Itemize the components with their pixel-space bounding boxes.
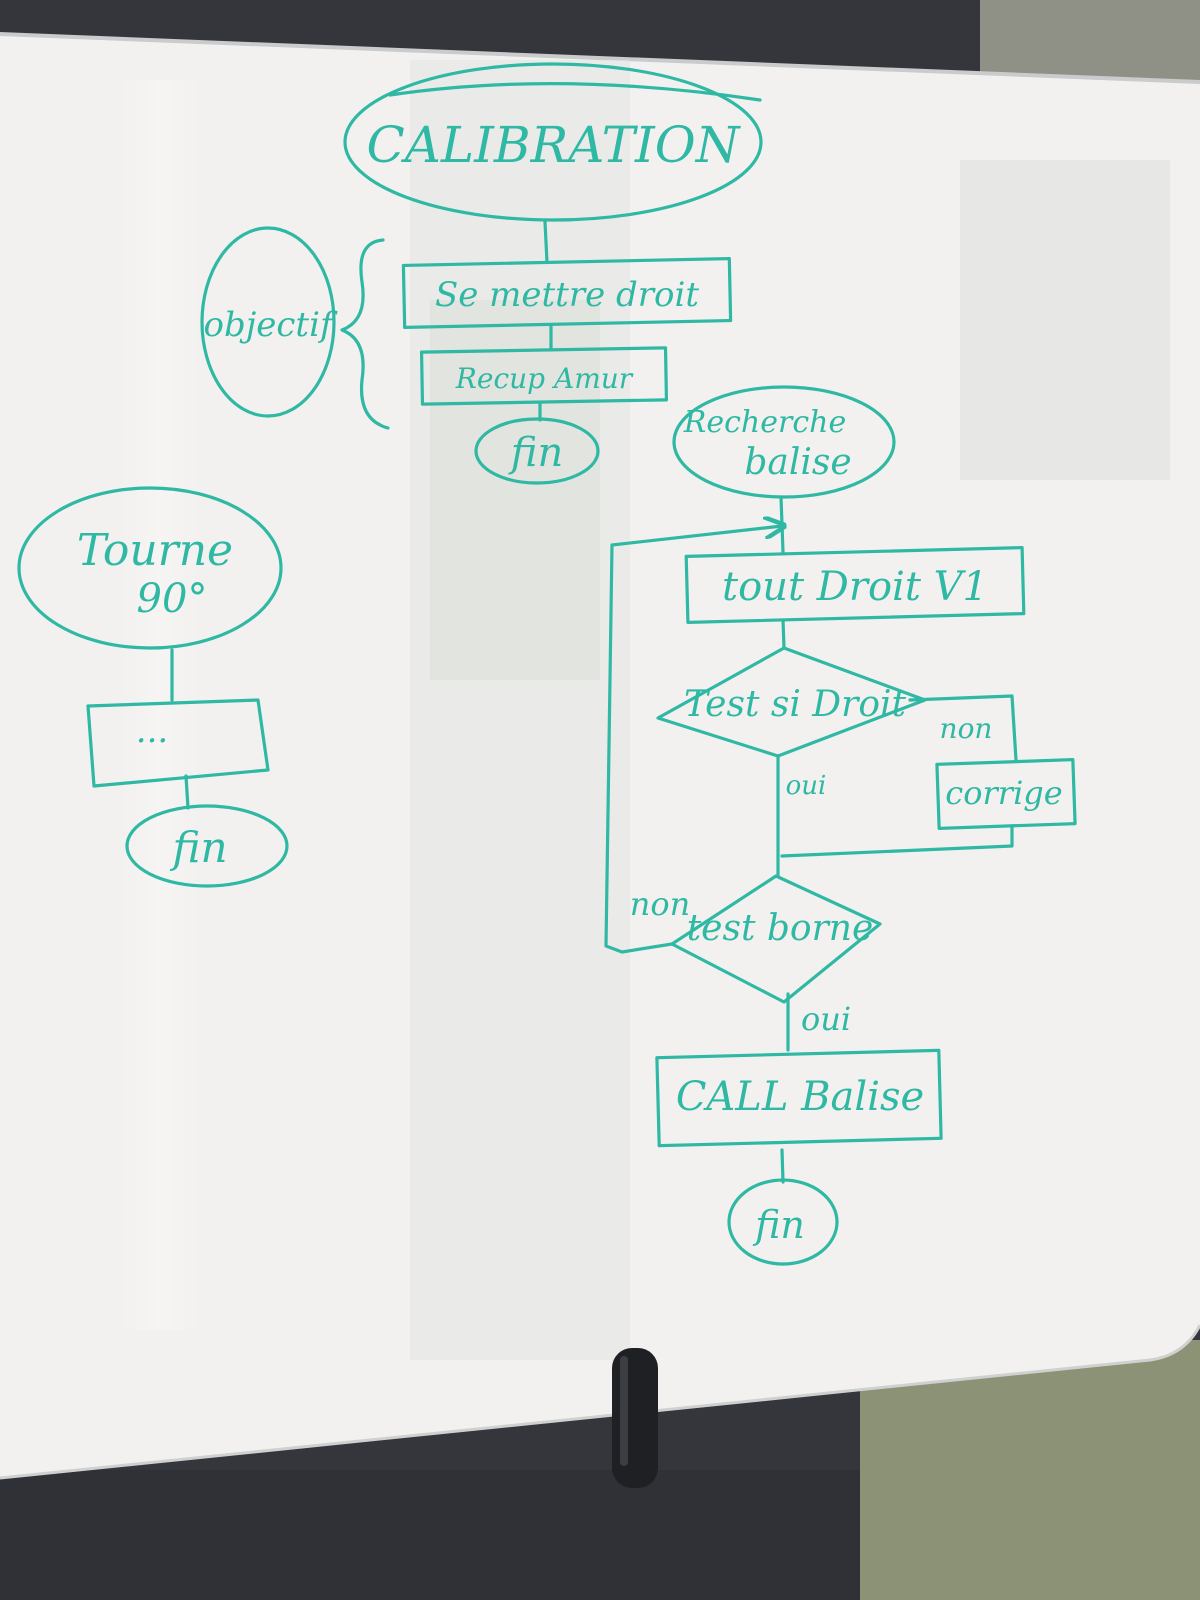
search-end-node	[727, 1178, 839, 1266]
search-decision-limit-yes: oui	[801, 1000, 851, 1038]
calibration-step-recup-label: Recup Amur	[455, 362, 634, 395]
search-end-label: fin	[752, 1203, 805, 1247]
search-step-straight	[684, 546, 1026, 624]
turn-flowchart: Tourne 90° ... fin	[17, 486, 289, 888]
turn-step-box	[86, 698, 270, 788]
calibration-title: CALIBRATION	[367, 116, 742, 174]
search-start-node	[672, 385, 896, 499]
calibration-start-node	[343, 62, 763, 222]
calibration-step-straighten	[401, 256, 733, 330]
board-clip	[612, 1348, 658, 1488]
search-title-line1: Recherche	[683, 405, 846, 440]
search-decision-limit	[670, 874, 882, 1004]
search-loop-arrow	[604, 526, 782, 954]
search-decision-limit-label: test borne	[687, 908, 874, 949]
search-correct-label: corrige	[945, 774, 1062, 812]
calibration-step-recup	[419, 346, 669, 406]
turn-title-line2: 90°	[137, 576, 208, 622]
turn-step-label: ...	[136, 711, 168, 751]
whiteboard	[0, 32, 1200, 1480]
search-step-straight-label: tout Droit V1	[722, 564, 988, 610]
search-call-box	[655, 1048, 943, 1148]
turn-title-line1: Tourne	[77, 525, 233, 576]
turn-end-label: fin	[169, 823, 227, 872]
search-decision-straight-no: non	[940, 712, 993, 745]
objective-bubble	[200, 226, 336, 418]
calibration-step-straighten-label: Se mettre droit	[435, 275, 699, 315]
search-correct-box	[935, 758, 1077, 830]
calibration-end-node	[474, 417, 600, 485]
search-decision-limit-no: non	[630, 885, 690, 923]
search-flowchart: Recherche balise tout Droit V1 Test si D…	[604, 385, 1077, 1266]
objective-brace	[340, 238, 390, 430]
calibration-end-label: fin	[508, 430, 563, 476]
search-call-label: CALL Balise	[676, 1074, 924, 1120]
search-decision-straight-label: Test si Droit	[684, 684, 907, 725]
search-decision-straight-yes: oui	[786, 771, 827, 801]
calibration-flowchart: CALIBRATION Se mettre droit Recup Amur f…	[200, 62, 763, 485]
objective-label: objectif	[203, 305, 337, 345]
search-title-line2: balise	[744, 442, 851, 483]
turn-start-node	[17, 486, 283, 650]
turn-end-node	[125, 804, 289, 888]
